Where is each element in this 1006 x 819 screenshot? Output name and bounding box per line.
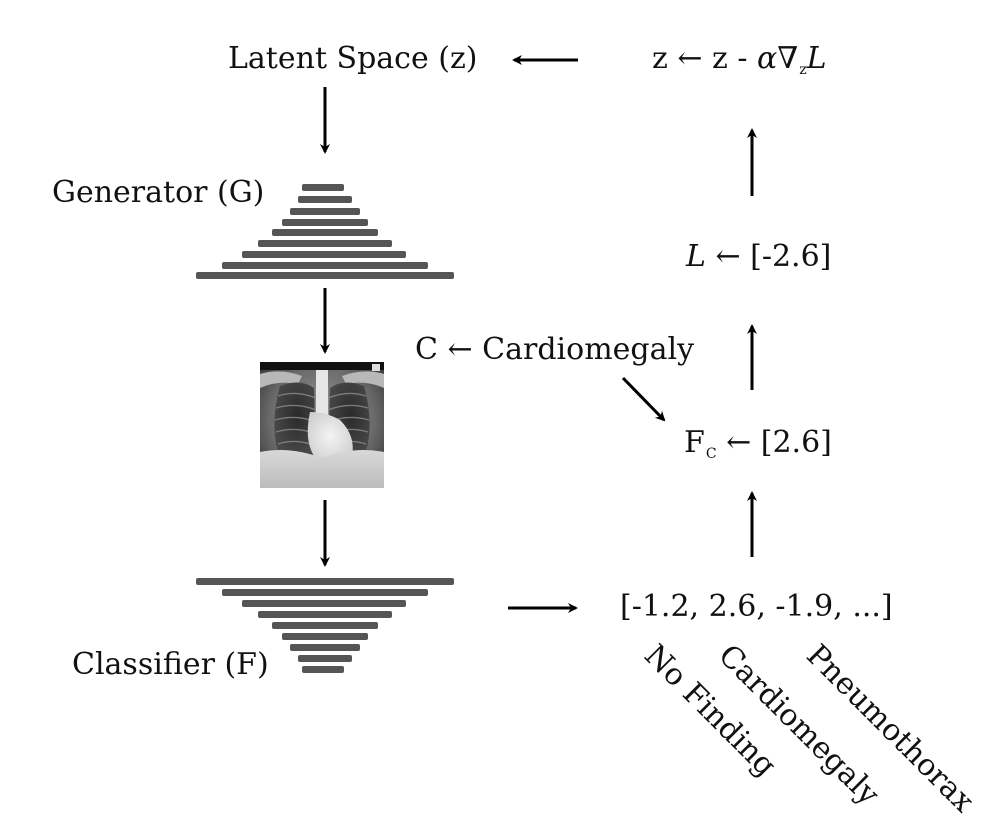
- update-rule-prefix: z ← z -: [652, 41, 758, 76]
- chest-xray-image: [260, 362, 384, 488]
- nabla-subscript: z: [799, 62, 807, 78]
- update-loss-symbol: L: [806, 41, 827, 76]
- generator-network-icon: [196, 184, 454, 279]
- generator-label: Generator (G): [52, 175, 265, 210]
- nabla-symbol: ∇: [777, 41, 799, 76]
- fc-value: ← [2.6]: [716, 425, 832, 460]
- loss-label: L ← [-2.6]: [686, 242, 831, 272]
- loss-value: ← [-2.6]: [705, 239, 832, 274]
- loss-symbol: L: [686, 239, 706, 274]
- class-select-label: C ← Cardiomegaly: [415, 332, 695, 367]
- fc-symbol: F: [684, 425, 705, 460]
- fc-subscript: C: [705, 446, 717, 462]
- classifier-label: Classifier (F): [72, 647, 269, 682]
- output-vector-label: [-1.2, 2.6, -1.9, ...]: [620, 589, 893, 624]
- update-alpha: α: [757, 41, 778, 76]
- latent-space-label: Latent Space (z): [228, 41, 478, 76]
- update-rule-label: z ← z - α∇zL: [652, 41, 827, 78]
- fc-label: FC ← [2.6]: [684, 425, 832, 462]
- classifier-network-icon: [196, 578, 454, 673]
- arrow-class-to-fc: [621, 376, 666, 422]
